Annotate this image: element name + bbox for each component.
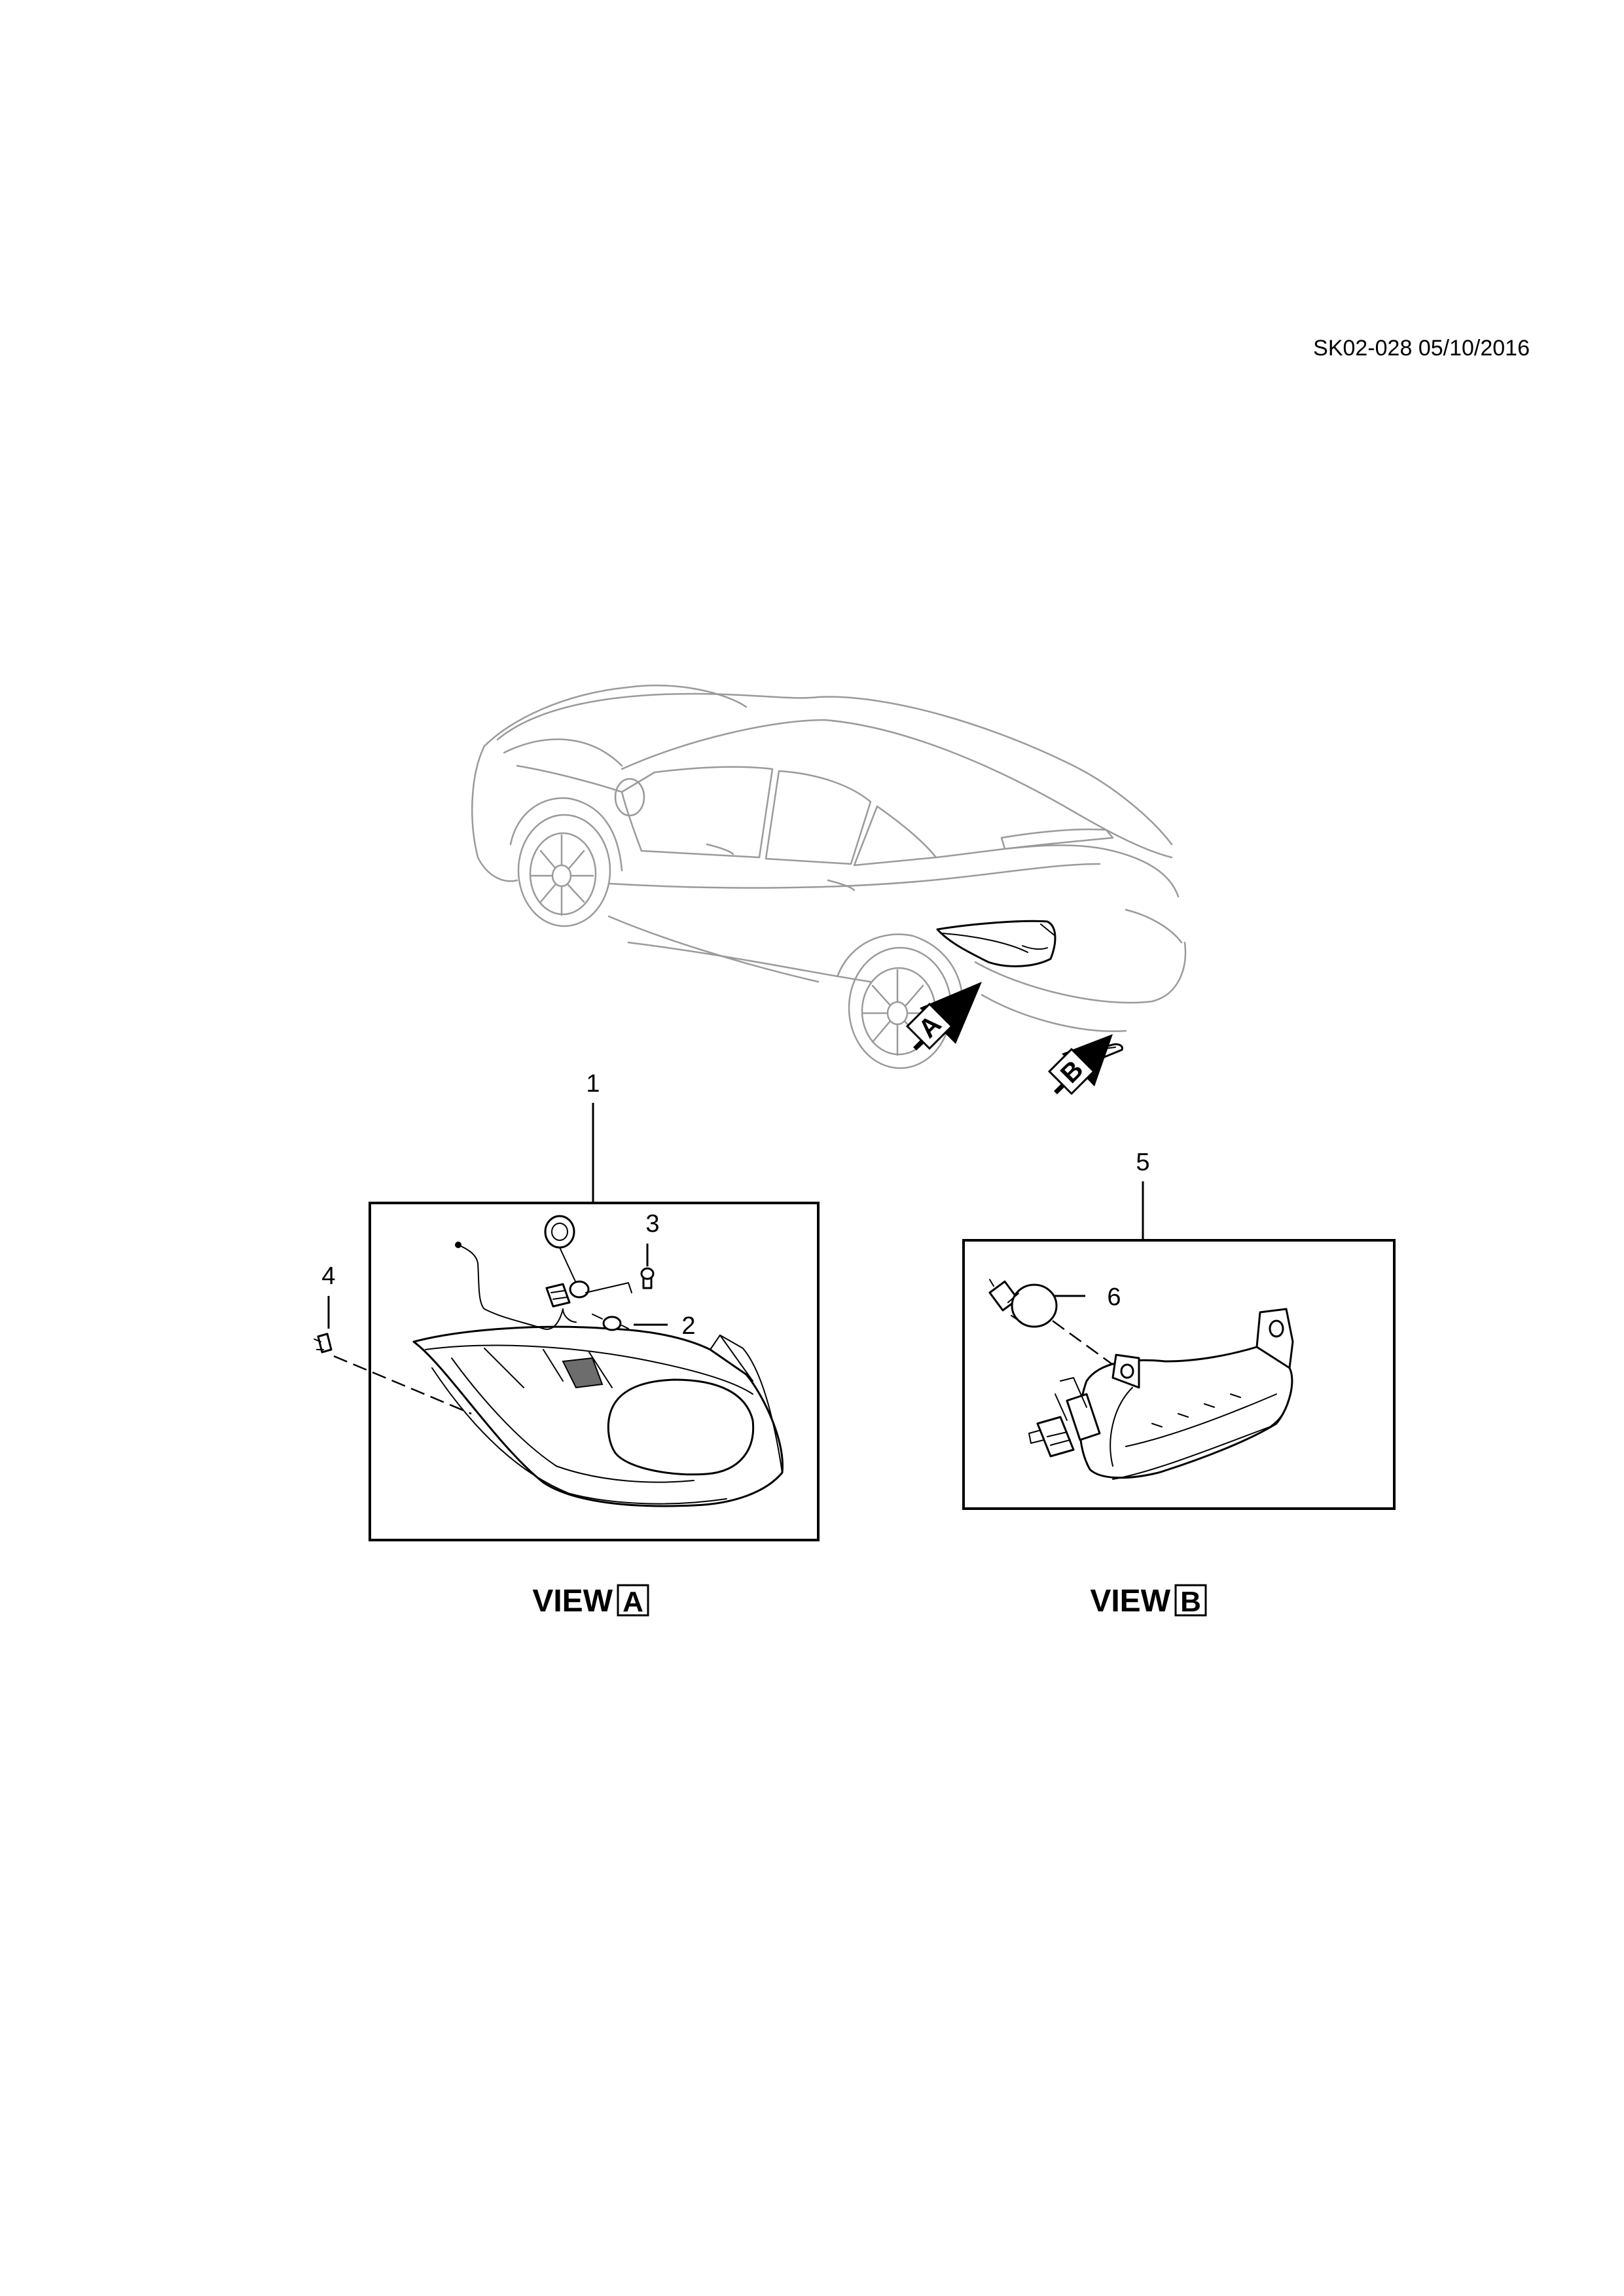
- view-a-caption-letter: A: [623, 1586, 643, 1618]
- view-b-panel: 5 6: [962, 1149, 1396, 1510]
- rear-fog-lamp-assembly: [1028, 1308, 1294, 1480]
- view-arrow-b: B: [1047, 1034, 1113, 1096]
- bulb-socket: [545, 1283, 629, 1331]
- callout-3: 3: [645, 1210, 659, 1238]
- car-overview: [471, 685, 1187, 1069]
- view-b-caption-letter: B: [1180, 1586, 1201, 1618]
- callout-1: 1: [586, 1070, 600, 1098]
- view-b-caption-word: VIEW: [1090, 1584, 1170, 1619]
- callout-5: 5: [1136, 1149, 1149, 1176]
- tail-lamp-assembly: [412, 1325, 784, 1507]
- callout-6: 6: [1107, 1283, 1121, 1311]
- car-tail-lamp: [936, 920, 1056, 967]
- mounting-clip: [314, 1333, 333, 1354]
- fog-lamp-bulb: [988, 1279, 1058, 1328]
- view-a-caption-word: VIEW: [532, 1584, 613, 1619]
- view-a-panel: 1: [314, 1070, 820, 1541]
- view-b-caption: VIEW B: [1090, 1584, 1207, 1619]
- wiring-harness: [455, 1215, 632, 1330]
- drawing-reference: SK02-028 05/10/2016: [1313, 336, 1530, 361]
- callout-4: 4: [321, 1263, 335, 1290]
- view-arrow-a: A: [905, 982, 982, 1050]
- view-a-caption: VIEW A: [532, 1584, 649, 1619]
- callout-2: 2: [681, 1312, 695, 1340]
- small-bulb: [640, 1267, 655, 1289]
